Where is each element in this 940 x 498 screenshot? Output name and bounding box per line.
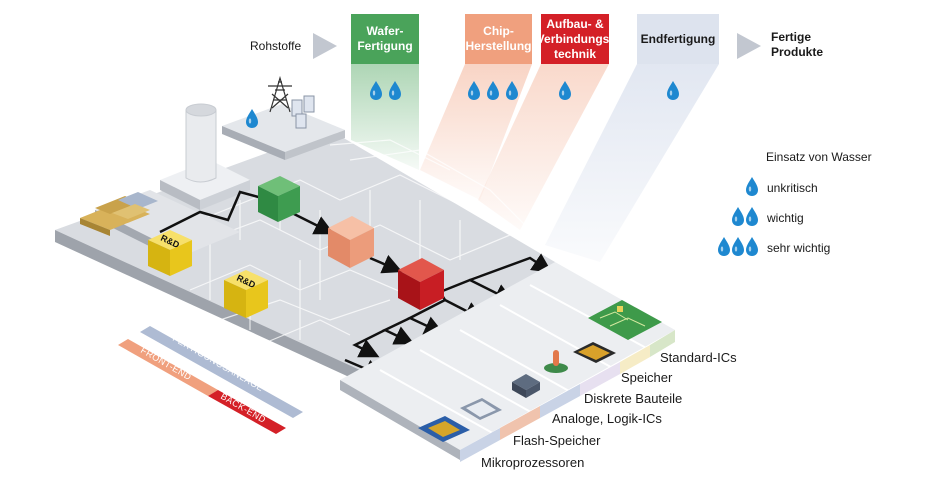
- process-flow: [159, 190, 553, 379]
- flash-memory-icon: [460, 398, 502, 420]
- logic-ic-icon: [512, 374, 540, 398]
- legend-item-unkritisch: unkritisch: [767, 181, 818, 195]
- product-mikroprozessoren: Mikroprozessoren: [481, 455, 585, 470]
- process-bands: [118, 326, 303, 434]
- legend-title: Einsatz von Wasser: [766, 150, 872, 164]
- rd-cube-1: [148, 230, 192, 276]
- product-analoge-logik-ics: Analoge, Logik-ICs: [552, 411, 662, 426]
- power-water-drop-icon: [246, 109, 258, 128]
- discrete-component-icon: [544, 350, 568, 373]
- legend-item-sehr-wichtig: sehr wichtig: [767, 241, 831, 255]
- stage-label: Aufbau- & Verbindungs- technik: [536, 16, 614, 61]
- stage-label: Chip- Herstellung: [465, 24, 532, 53]
- raw-arrow: [313, 33, 337, 59]
- wafer-beam: [351, 64, 419, 170]
- stage-endfertigung: Endfertigung: [637, 14, 719, 64]
- product-flash-speicher: Flash-Speicher: [513, 433, 601, 448]
- finished-arrow: [737, 33, 761, 59]
- cooling-tower: [185, 103, 217, 183]
- assembly-beam: [478, 64, 609, 230]
- stage-aufbau-verbindungstechnik: Aufbau- & Verbindungs- technik: [537, 14, 613, 64]
- memory-chip-icon: [573, 342, 616, 363]
- raw-materials-label: Rohstoffe: [250, 39, 302, 53]
- product-standard-ics: Standard-ICs: [660, 350, 737, 365]
- chip-cube: [328, 216, 374, 268]
- rd-cube-2: [224, 270, 268, 318]
- microprocessor-chip-icon: [418, 416, 470, 442]
- wafer-cube: [258, 176, 300, 222]
- stage-wafer-fertigung: Wafer- Fertigung: [351, 14, 419, 64]
- stage-chip-herstellung: Chip- Herstellung: [465, 14, 532, 64]
- legend-item-wichtig: wichtig: [767, 211, 804, 225]
- product-diskrete-bauteile: Diskrete Bauteile: [584, 391, 683, 406]
- circuit-board-icon: [588, 300, 662, 340]
- power-pylon: [268, 75, 292, 113]
- product-lanes: [340, 262, 675, 462]
- stage-label: Wafer- Fertigung: [357, 24, 413, 53]
- raw-material-stack: [80, 192, 158, 236]
- finished-products-label: Fertige Produkte: [771, 30, 824, 59]
- transformers: [291, 95, 315, 129]
- product-speicher: Speicher: [621, 370, 673, 385]
- final-beam: [545, 64, 719, 262]
- stage-label: Endfertigung: [640, 31, 716, 46]
- assembly-cube: [398, 258, 444, 310]
